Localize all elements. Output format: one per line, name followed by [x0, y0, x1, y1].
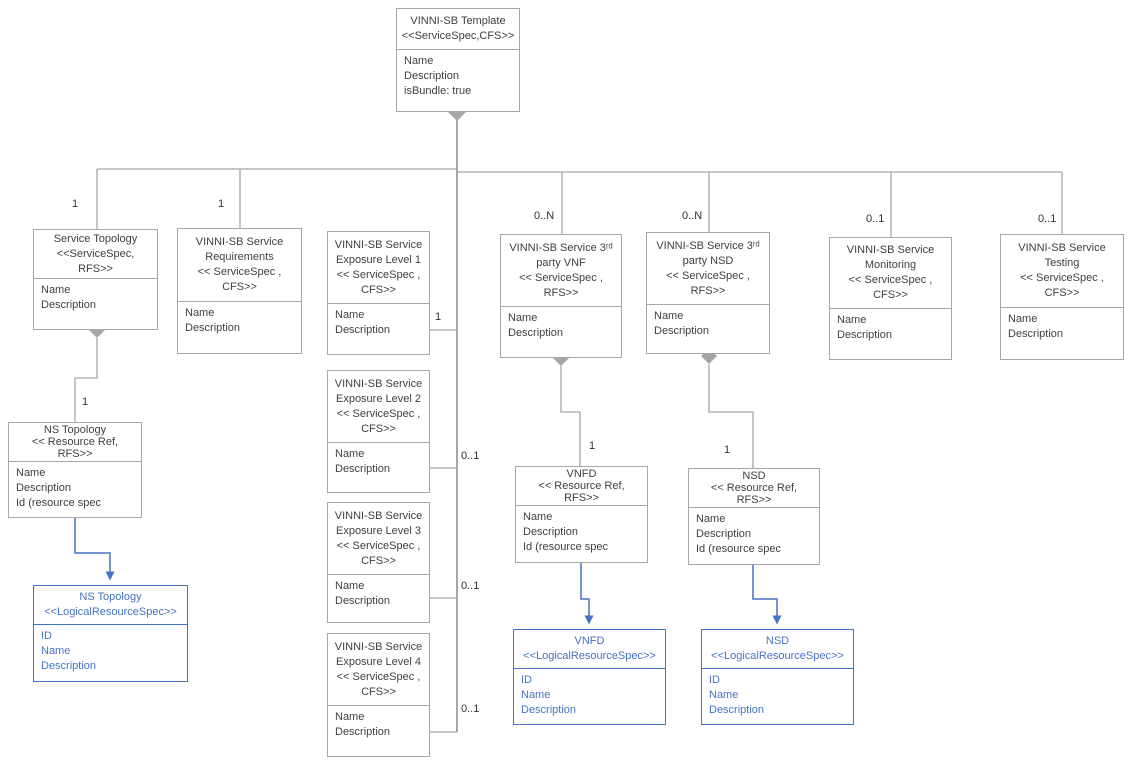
class-title: VINNI-SB Service 3ʳᵈ party VNF << Servic…: [509, 241, 613, 299]
class-title: Service Topology <<ServiceSpec, RFS>>: [53, 232, 138, 275]
class-box-nsd-spec: NSD <<LogicalResourceSpec>> ID Name Desc…: [701, 629, 854, 725]
class-title: VINNI-SB Service Exposure Level 3 << Ser…: [334, 509, 423, 567]
class-attributes: ID Name Description: [702, 668, 853, 724]
class-attributes: Name Description isBundle: true: [397, 49, 519, 111]
class-attributes: Name Description: [501, 306, 621, 357]
class-box-third-party-vnf: VINNI-SB Service 3ʳᵈ party VNF << Servic…: [500, 234, 622, 358]
class-attributes: Name Description: [328, 574, 429, 622]
class-attributes: Name Description: [1001, 307, 1123, 359]
class-attributes: ID Name Description: [34, 624, 187, 681]
class-box-requirements: VINNI-SB Service Requirements << Service…: [177, 228, 302, 354]
arrow-nsd-ref-to-spec: [752, 565, 782, 625]
class-title: VINNI-SB Service Exposure Level 1 << Ser…: [334, 238, 423, 296]
class-title: VINNI-SB Service Monitoring << ServiceSp…: [846, 244, 935, 301]
edge-third-nsd-to-nsd-ref: [708, 364, 754, 468]
class-title: VINNI-SB Service Testing << ServiceSpec …: [1018, 242, 1106, 299]
multiplicity-exposure1: 1: [435, 311, 442, 323]
multiplicity-exposure4: 0..1: [461, 703, 480, 715]
class-box-service-topology: Service Topology <<ServiceSpec, RFS>> Na…: [33, 229, 158, 330]
multiplicity-exposure3: 0..1: [461, 580, 480, 592]
class-title: VNFD <<LogicalResourceSpec>>: [523, 635, 656, 662]
class-box-testing: VINNI-SB Service Testing << ServiceSpec …: [1000, 234, 1124, 360]
arrow-ns-ref-to-spec: [74, 518, 115, 581]
class-box-vnfd-spec: VNFD <<LogicalResourceSpec>> ID Name Des…: [513, 629, 666, 725]
class-title: VNFD << Resource Ref, RFS>>: [538, 468, 625, 504]
class-title: NS Topology << Resource Ref, RFS>>: [31, 424, 119, 460]
multiplicity-exposure2: 0..1: [461, 450, 480, 462]
class-title: VINNI-SB Service 3ʳᵈ party NSD << Servic…: [656, 239, 760, 297]
multiplicity-third-nsd: 0..N: [682, 210, 703, 222]
multiplicity-third-vnf: 0..N: [534, 210, 555, 222]
class-box-monitoring: VINNI-SB Service Monitoring << ServiceSp…: [829, 237, 952, 360]
class-attributes: Name Description: [328, 705, 429, 756]
class-title: VINNI-SB Service Exposure Level 2 << Ser…: [334, 377, 423, 435]
class-box-exposure-level-4: VINNI-SB Service Exposure Level 4 << Ser…: [327, 633, 430, 757]
multiplicity-requirements: 1: [218, 198, 225, 210]
class-attributes: Name Description Id (resource spec: [689, 507, 819, 564]
arrow-vnfd-ref-to-spec: [580, 563, 594, 625]
multiplicity-testing: 0..1: [1038, 213, 1057, 225]
edge-service-topology-to-ns-ref: [74, 338, 98, 422]
class-box-third-party-nsd: VINNI-SB Service 3ʳᵈ party NSD << Servic…: [646, 232, 770, 354]
class-attributes: Name Description: [328, 303, 429, 354]
class-title: VINNI-SB Service Exposure Level 4 << Ser…: [334, 640, 423, 698]
class-attributes: Name Description: [178, 301, 301, 353]
class-box-ns-topology-ref: NS Topology << Resource Ref, RFS>> Name …: [8, 422, 142, 518]
class-box-vnfd-ref: VNFD << Resource Ref, RFS>> Name Descrip…: [515, 466, 648, 563]
multiplicity-ns-topology: 1: [82, 396, 89, 408]
class-attributes: Name Description Id (resource spec: [9, 461, 141, 517]
multiplicity-service-topology: 1: [72, 198, 79, 210]
class-title: VINNI-SB Template <<ServiceSpec,CFS>>: [401, 15, 515, 42]
class-box-nsd-ref: NSD << Resource Ref, RFS>> Name Descript…: [688, 468, 820, 565]
class-attributes: Name Description: [647, 304, 769, 353]
class-title: NSD <<LogicalResourceSpec>>: [711, 635, 844, 662]
class-attributes: Name Description Id (resource spec: [516, 505, 647, 562]
class-box-exposure-level-1: VINNI-SB Service Exposure Level 1 << Ser…: [327, 231, 430, 355]
class-box-ns-topology-spec: NS Topology <<LogicalResourceSpec>> ID N…: [33, 585, 188, 682]
class-box-exposure-level-3: VINNI-SB Service Exposure Level 3 << Ser…: [327, 502, 430, 623]
edge-third-vnf-to-vnfd-ref: [560, 366, 581, 466]
class-title: NS Topology <<LogicalResourceSpec>>: [44, 591, 177, 618]
class-box-exposure-level-2: VINNI-SB Service Exposure Level 2 << Ser…: [327, 370, 430, 493]
class-attributes: Name Description: [328, 442, 429, 492]
multiplicity-vnfd: 1: [589, 440, 596, 452]
class-title: NSD << Resource Ref, RFS>>: [710, 470, 798, 506]
multiplicity-monitoring: 0..1: [866, 213, 885, 225]
multiplicity-nsd: 1: [724, 444, 731, 456]
class-attributes: Name Description: [830, 308, 951, 359]
class-box-template: VINNI-SB Template <<ServiceSpec,CFS>> Na…: [396, 8, 520, 112]
class-attributes: Name Description: [34, 278, 157, 329]
class-attributes: ID Name Description: [514, 668, 665, 724]
class-title: VINNI-SB Service Requirements << Service…: [195, 236, 284, 293]
